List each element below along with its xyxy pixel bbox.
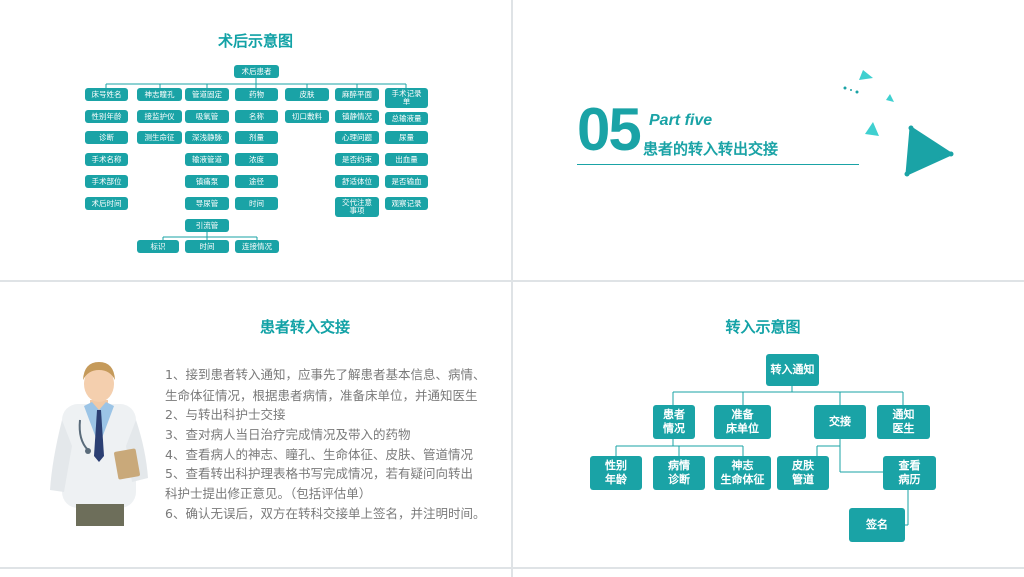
text-line: 6、确认无误后，双方在转科交接单上签名，并注明时间。	[165, 506, 486, 521]
col3-item: 引流管	[185, 219, 229, 232]
col1-item: 诊断	[85, 131, 128, 144]
handover-box: 交接	[814, 405, 866, 439]
col4-item: 途径	[235, 175, 278, 188]
vitals-box: 神志 生命体征	[714, 456, 771, 490]
col6-item: 舒适体位	[335, 175, 379, 188]
skin-tubes-box: 皮肤 管道	[777, 456, 829, 490]
col3-item: 输液管道	[185, 153, 229, 166]
slide-transfer-in-diagram: 转入示意图 转入通知 患者 情况 准备 床单位 交接 通知 医生 性别 年龄 病…	[513, 282, 1024, 567]
text-line: 4、查看病人的神志、瞳孔、生命体征、皮肤、管道情况	[165, 447, 473, 462]
col4-item: 浓度	[235, 153, 278, 166]
col5-item: 皮肤	[285, 88, 329, 101]
col4-item: 剂量	[235, 131, 278, 144]
col2-item: 接监护仪	[137, 110, 182, 123]
triangle-decoration-icon	[843, 70, 954, 177]
col6-item: 心理问题	[335, 131, 379, 144]
col4-item: 名称	[235, 110, 278, 123]
col3-item: 吸氧管	[185, 110, 229, 123]
col6-item: 麻醉平面	[335, 88, 379, 101]
sub-item: 连接情况	[235, 240, 279, 253]
slide-title: 患者转入交接	[259, 318, 350, 336]
patient-status-box: 患者 情况	[653, 405, 695, 439]
slide-postop-diagram: 术后示意图 术后患者 床号姓名 性别年龄 诊断 手术名称 手术部位 术后时间 神…	[0, 0, 511, 280]
col4-item: 时间	[235, 197, 278, 210]
col6-item: 交代注意事项	[335, 197, 379, 217]
col3-item: 导尿管	[185, 197, 229, 210]
section-subtitle: 患者的转入转出交接	[643, 140, 779, 158]
text-line: 5、查看转出科护理表格书写完成情况，若有疑问向转出	[165, 466, 473, 481]
prepare-bed-box: 准备 床单位	[714, 405, 771, 439]
col3-item: 深浅静脉	[185, 131, 229, 144]
col5-item: 切口敷料	[285, 110, 329, 123]
root-box: 术后患者	[234, 65, 279, 78]
col7-item: 尿量	[385, 131, 428, 144]
col4-item: 药物	[235, 88, 278, 101]
section-number: 05	[577, 96, 642, 163]
text-line: 2、与转出科护士交接	[165, 407, 286, 422]
col7-item: 是否输血	[385, 175, 428, 188]
text-line: 科护士提出修正意见。（包括评估单）	[165, 486, 372, 501]
col1-item: 术后时间	[85, 197, 128, 210]
col1-item: 手术名称	[85, 153, 128, 166]
col7-item: 手术记录单	[385, 88, 428, 108]
notify-doctor-box: 通知 医生	[877, 405, 930, 439]
underline-divider	[577, 164, 859, 165]
col1-item: 性别年龄	[85, 110, 128, 123]
doctor-illustration	[50, 362, 148, 526]
connector-lines	[105, 78, 407, 240]
text-line: 3、查对病人当日治疗完成情况及带入的药物	[165, 427, 411, 442]
sub-item: 标识	[137, 240, 179, 253]
col7-item: 出血量	[385, 153, 428, 166]
check-records-box: 查看 病历	[883, 456, 936, 490]
slide-partial	[513, 569, 1024, 577]
connector-lines	[615, 386, 909, 526]
col1-item: 手术部位	[85, 175, 128, 188]
col3-item: 镇痛泵	[185, 175, 229, 188]
slide-title: 转入示意图	[725, 318, 801, 336]
condition-diagnosis-box: 病情 诊断	[653, 456, 705, 490]
root-box-notify: 转入通知	[766, 354, 819, 386]
slide-partial	[0, 569, 511, 577]
sign-box: 签名	[849, 508, 905, 542]
slide-title: 术后示意图	[217, 32, 293, 50]
col7-item: 观察记录	[385, 197, 428, 210]
col2-item: 测生命征	[137, 131, 182, 144]
col7-item: 总输液量	[385, 112, 428, 125]
sub-item: 时间	[185, 240, 229, 253]
slide-transfer-in-text: 患者转入交接 1、接到患者转入通知，应事先了解患者基本信息、病情、 生命体征情况…	[0, 282, 511, 567]
col6-item: 镇静情况	[335, 110, 379, 123]
col6-item: 是否约束	[335, 153, 379, 166]
text-line: 1、接到患者转入通知，应事先了解患者基本信息、病情、	[165, 367, 486, 382]
col2-item: 神志瞳孔	[137, 88, 182, 101]
gender-age-box: 性别 年龄	[590, 456, 642, 490]
col3-item: 管道固定	[185, 88, 229, 101]
part-label: Part five	[649, 112, 713, 129]
slide-section-cover: 05 Part five 患者的转入转出交接	[513, 0, 1024, 280]
col1-item: 床号姓名	[85, 88, 128, 101]
text-line: 生命体征情况，根据患者病情，准备床单位，并通知医生	[165, 388, 478, 403]
